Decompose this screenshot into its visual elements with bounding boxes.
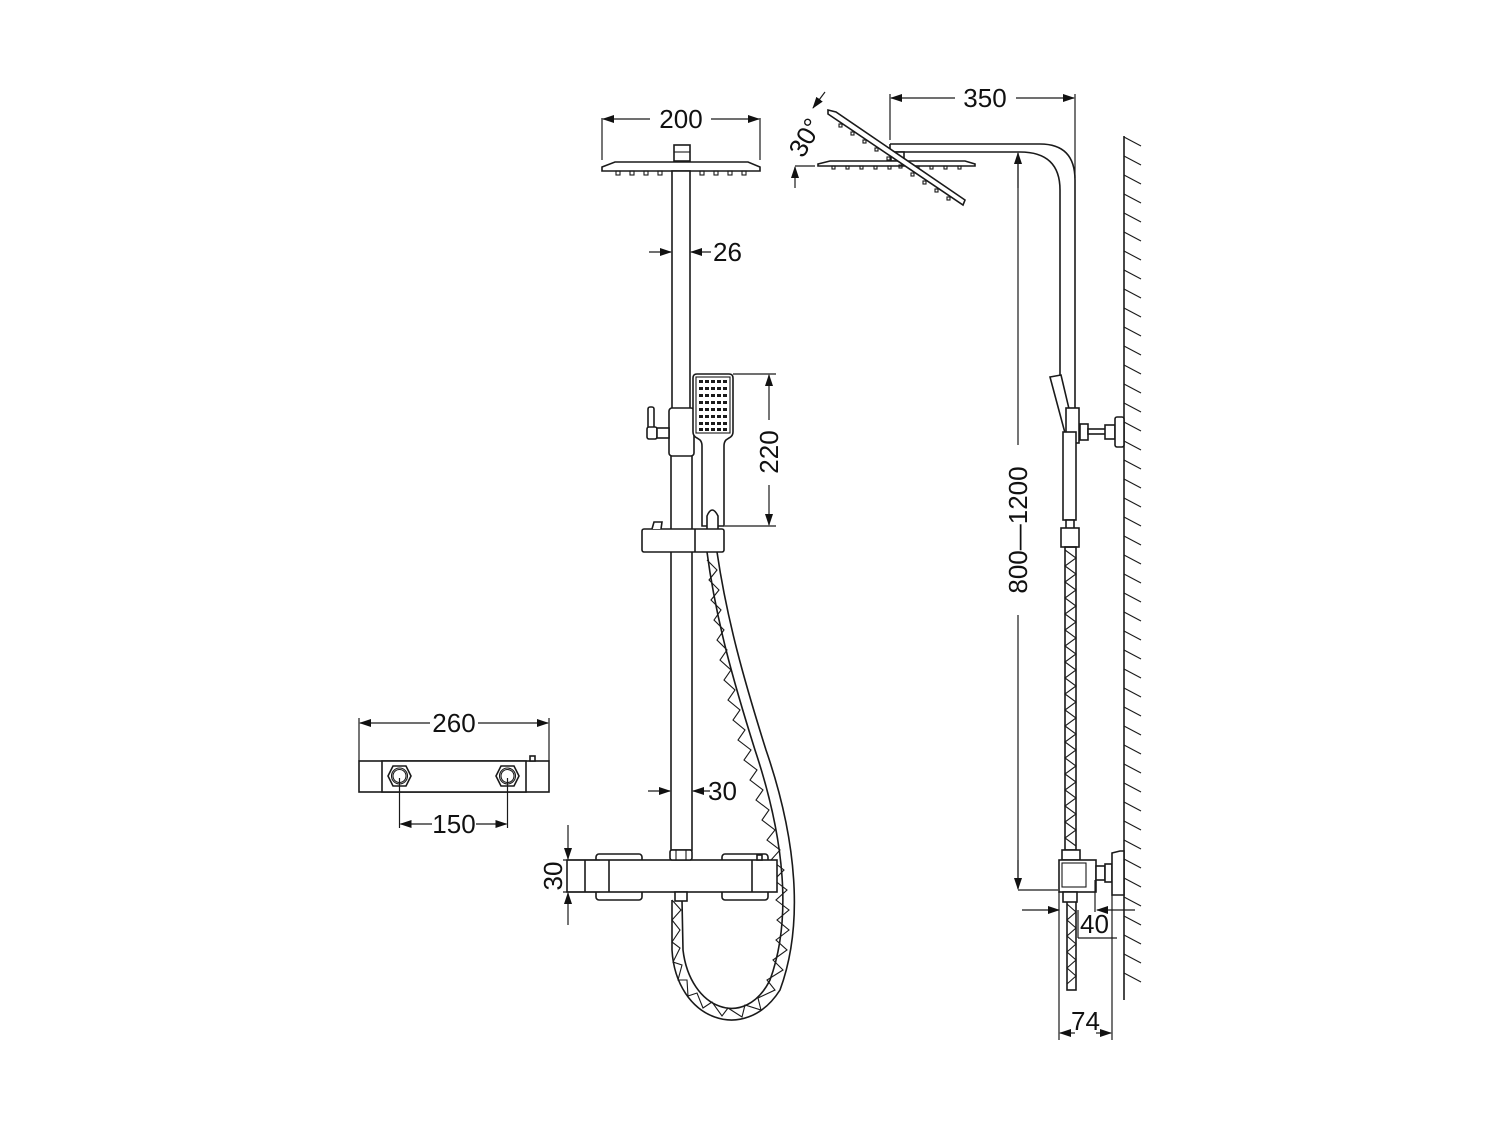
svg-text:74: 74 <box>1071 1006 1100 1036</box>
svg-text:30: 30 <box>538 862 568 891</box>
dim-tilt-angle: 30° <box>782 91 828 188</box>
dim-mixer-depth: 74 <box>1058 892 1113 1040</box>
dim-inlet-spacing: 150 <box>398 778 509 839</box>
hand-shower-side <box>1049 374 1125 548</box>
left-connector <box>387 765 412 787</box>
hand-shower <box>692 373 734 531</box>
wall <box>1123 136 1142 1000</box>
dim-wall-offset: 40 <box>1022 880 1135 939</box>
svg-text:26: 26 <box>713 237 742 267</box>
svg-text:220: 220 <box>754 430 784 473</box>
svg-text:30°: 30° <box>782 113 828 162</box>
svg-text:350: 350 <box>963 83 1006 113</box>
svg-text:200: 200 <box>659 104 702 134</box>
riser-lower <box>670 454 693 851</box>
thermostatic-mixer <box>566 849 778 902</box>
dim-riser-lower: 30 <box>648 776 737 806</box>
overhead-shower-head-tilted <box>817 108 976 207</box>
slide-holder <box>641 521 725 553</box>
front-view: 200 26 220 30 30 <box>538 104 796 1021</box>
riser-upper <box>671 170 691 412</box>
dim-head-width: 200 <box>601 104 761 160</box>
dim-riser-upper: 26 <box>649 237 742 267</box>
mixer-top-view: 260 150 <box>358 708 550 839</box>
diverter <box>646 406 695 457</box>
svg-text:40: 40 <box>1080 909 1109 939</box>
dim-mixer-height: 30 <box>538 825 600 925</box>
svg-text:150: 150 <box>432 809 475 839</box>
side-view: 350 30° 800—1200 40 <box>782 83 1142 1040</box>
hose-side <box>1064 546 1077 991</box>
svg-text:800—1200: 800—1200 <box>1003 466 1033 593</box>
dim-arm-projection: 350 <box>889 83 1076 178</box>
svg-text:260: 260 <box>432 708 475 738</box>
hose <box>671 551 796 1021</box>
right-connector <box>495 765 520 787</box>
dim-hand-shower: 220 <box>725 373 784 527</box>
mixer-side <box>1058 849 1125 903</box>
shower-arm <box>889 143 1076 410</box>
overhead-shower-head <box>601 144 761 176</box>
dim-height-range: 800—1200 <box>1003 152 1058 891</box>
dim-mixer-length: 260 <box>358 708 550 761</box>
svg-text:30: 30 <box>708 776 737 806</box>
